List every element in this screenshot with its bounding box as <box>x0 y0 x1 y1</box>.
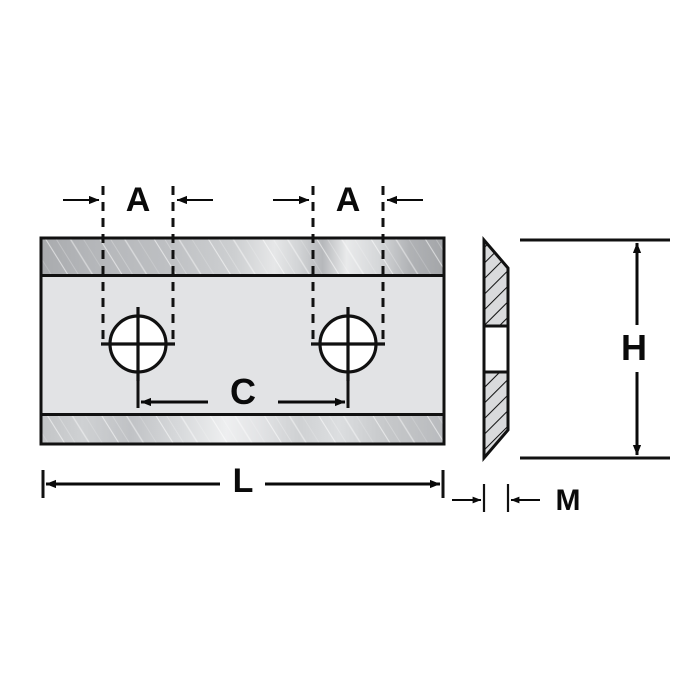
dimension-label-a-left: A <box>126 181 151 219</box>
extension-lines <box>101 186 385 344</box>
dimension-a-right: A <box>273 181 423 219</box>
front-view <box>39 186 446 446</box>
side-hole-gap <box>482 324 510 374</box>
dimension-label-m: M <box>556 484 581 517</box>
side-upper-section <box>482 235 510 328</box>
dimension-label-c: C <box>230 371 256 412</box>
dimension-m: M <box>452 484 581 517</box>
dimension-label-a-right: A <box>336 181 361 219</box>
top-bevel-band <box>41 239 444 277</box>
dimension-label-l: L <box>233 462 254 500</box>
dimension-a-left: A <box>63 181 213 219</box>
dimension-label-h: H <box>621 327 647 368</box>
hole-center-mark <box>346 342 350 346</box>
dimension-h: H <box>520 238 670 460</box>
mounting-hole-left <box>101 307 175 381</box>
side-view <box>482 235 510 463</box>
side-lower-section <box>482 370 510 463</box>
mounting-hole-right <box>311 307 385 381</box>
dimension-c: C <box>136 371 350 412</box>
dimension-l: L <box>41 462 445 500</box>
hole-center-mark <box>136 342 140 346</box>
blade-body-border <box>39 236 446 446</box>
bottom-bevel-band <box>41 413 444 443</box>
